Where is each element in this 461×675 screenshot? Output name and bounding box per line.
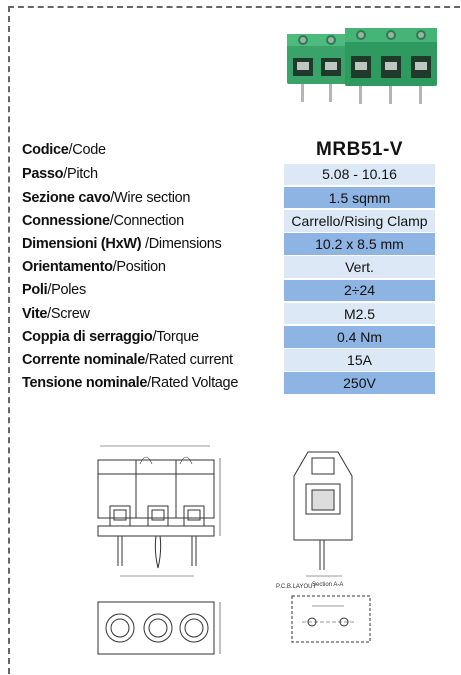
- spec-row-rated-current: Corrente nominale/Rated current 15A: [22, 349, 452, 371]
- spec-value-torque: 0.4 Nm: [284, 325, 435, 348]
- spec-value-screw: M2.5: [284, 302, 435, 325]
- spec-value-position: Vert.: [284, 256, 435, 278]
- technical-drawings: Section A-A P.C.B.LAYOUT: [97, 445, 371, 655]
- spec-row-wire-section: Sezione cavo/Wire section 1.5 sqmm: [22, 186, 452, 209]
- spec-label: Tensione nominale/Rated Voltage: [22, 375, 239, 392]
- spec-value-rated-current: 15A: [284, 349, 435, 371]
- bottom-view-drawing: [97, 601, 221, 655]
- spec-value-wire-section: 1.5 sqmm: [284, 186, 435, 209]
- spec-row-code: Codice/Code MRB51-V: [22, 138, 452, 162]
- section-label: Section A-A: [312, 582, 343, 588]
- spec-row-position: Orientamento/Position Vert.: [22, 256, 452, 278]
- spec-label: Passo/Pitch: [22, 166, 98, 183]
- spec-row-screw: Vite/Screw M2.5: [22, 302, 452, 325]
- dashed-border-top: [8, 6, 460, 8]
- spec-label: Vite/Screw: [22, 305, 90, 322]
- spec-label: Poli/Poles: [22, 282, 86, 299]
- spec-row-poles: Poli/Poles 2÷24: [22, 279, 452, 302]
- pcb-layout-drawing: P.C.B.LAYOUT: [276, 584, 371, 643]
- dashed-border-left: [8, 6, 10, 674]
- spec-row-dimensions: Dimensioni (HxW) /Dimensions 10.2 x 8.5 …: [22, 233, 452, 255]
- pcb-layout-label: P.C.B.LAYOUT: [276, 584, 316, 590]
- spec-label: Connessione/Connection: [22, 212, 184, 229]
- spec-row-pitch: Passo/Pitch 5.08 - 10.16: [22, 163, 452, 186]
- spec-label: Coppia di serraggio/Torque: [22, 328, 199, 345]
- spec-label: Dimensioni (HxW) /Dimensions: [22, 235, 222, 252]
- front-view-drawing: [97, 445, 221, 577]
- spec-label: Corrente nominale/Rated current: [22, 351, 233, 368]
- spec-label: Orientamento/Position: [22, 259, 166, 276]
- spec-label: Sezione cavo/Wire section: [22, 189, 191, 206]
- spec-row-connection: Connessione/Connection Carrello/Rising C…: [22, 209, 452, 232]
- product-photo: [287, 28, 437, 104]
- spec-value-rated-voltage: 250V: [284, 372, 435, 394]
- side-section-drawing: Section A-A: [293, 451, 353, 588]
- spec-label: Codice/Code: [22, 142, 106, 158]
- spec-table: Codice/Code MRB51-V Passo/Pitch 5.08 - 1…: [22, 138, 452, 394]
- spec-row-rated-voltage: Tensione nominale/Rated Voltage 250V: [22, 372, 452, 394]
- spec-value-code: MRB51-V: [316, 139, 403, 160]
- spec-value-pitch: 5.08 - 10.16: [284, 163, 435, 186]
- spec-value-dimensions: 10.2 x 8.5 mm: [284, 233, 435, 255]
- spec-row-torque: Coppia di serraggio/Torque 0.4 Nm: [22, 325, 452, 348]
- spec-value-poles: 2÷24: [284, 279, 435, 302]
- spec-value-connection: Carrello/Rising Clamp: [284, 209, 435, 232]
